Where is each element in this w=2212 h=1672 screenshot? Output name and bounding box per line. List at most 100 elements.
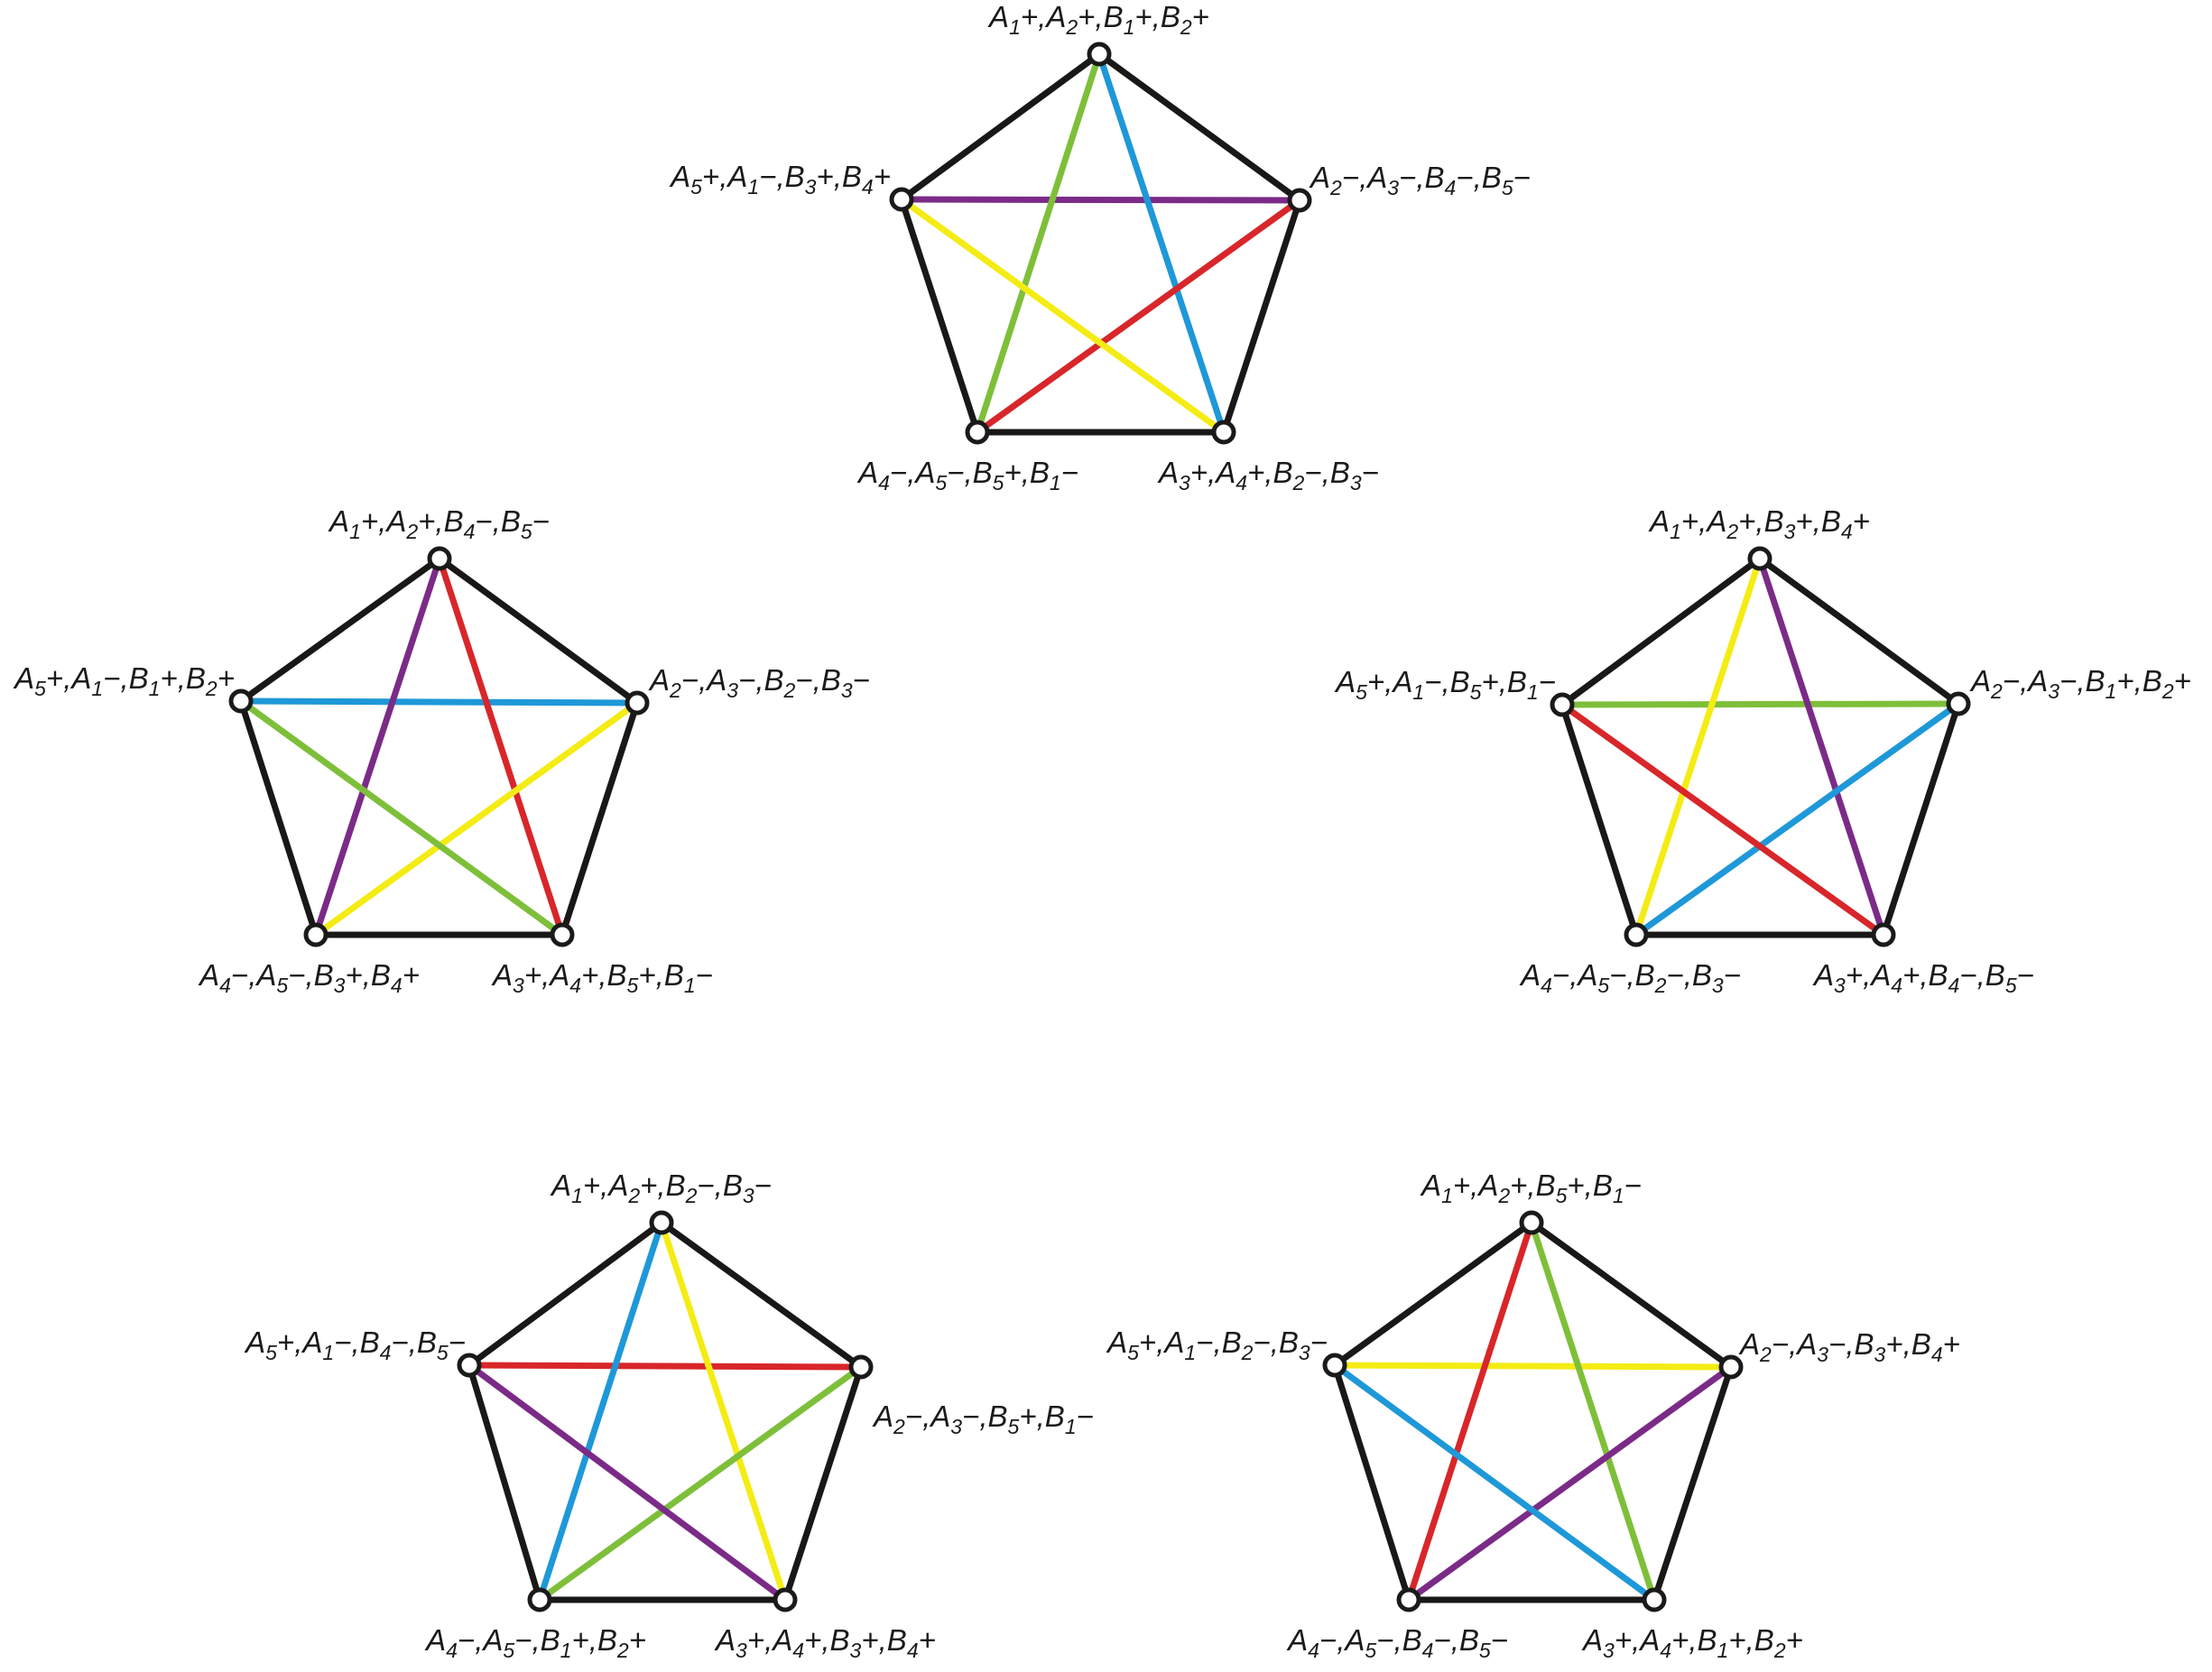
vertex-label: A2−,A3−,B1+,B2+ xyxy=(1969,664,2191,703)
vertex-node xyxy=(1087,42,1112,67)
vertex-node xyxy=(773,1587,798,1612)
vertex-label: A2−,A3−,B2−,B3− xyxy=(648,663,870,702)
purple-chord xyxy=(1405,1363,1735,1603)
vertex-node xyxy=(889,187,914,212)
vertex-node xyxy=(1211,420,1236,445)
vertex-node xyxy=(1519,1210,1544,1235)
red-chord xyxy=(1405,1219,1535,1603)
vertex-label: A5+,A1−,B5+,B1− xyxy=(1334,665,1556,704)
vertex-node xyxy=(1642,1587,1667,1612)
pentagon-edge xyxy=(1331,1219,1535,1369)
vertex-node xyxy=(1624,922,1649,947)
vertex-node xyxy=(1287,188,1312,213)
purple-chord xyxy=(312,555,443,938)
red-chord xyxy=(974,197,1303,436)
pentagon-edge xyxy=(1880,700,1962,938)
vertex-node xyxy=(848,1354,874,1380)
vertex-label: A3+,A4+,B2−,B3− xyxy=(1157,456,1379,494)
blue-chord xyxy=(536,1219,665,1603)
vertex-node xyxy=(1550,692,1575,717)
pentagon-edge xyxy=(1756,555,1962,707)
vertex-label: A4−,A5−,B1+,B2+ xyxy=(424,1623,646,1662)
vertex-node xyxy=(550,922,575,947)
vertex-label: A1+,A2+,B2−,B3− xyxy=(550,1169,772,1207)
vertex-label: A5+,A1−,B3+,B4+ xyxy=(669,160,891,199)
vertex-label: A5+,A1−,B2−,B3− xyxy=(1106,1326,1328,1364)
pentagon-edge xyxy=(466,1362,543,1603)
vertex-label: A1+,A2+,B4−,B5− xyxy=(328,504,550,543)
pentagon-edge xyxy=(1559,701,1640,938)
yellow-chord xyxy=(1331,1362,1735,1371)
pentagon-edge xyxy=(466,1219,665,1369)
vertex-label: A1+,A2+,B3+,B4+ xyxy=(1648,504,1870,543)
vertex-node xyxy=(1747,546,1772,571)
purple-chord xyxy=(466,1362,789,1603)
pentagon-edge xyxy=(237,697,319,938)
purple-chord xyxy=(1756,555,1887,938)
vertex-label: A3+,A4+,B3+,B4+ xyxy=(714,1623,936,1662)
yellow-chord xyxy=(1633,555,1763,938)
yellow-chord xyxy=(312,699,641,938)
red-chord xyxy=(1559,701,1887,938)
vertex-node xyxy=(1322,1353,1347,1378)
pentagon-edge xyxy=(898,51,1103,203)
vertex-node xyxy=(303,922,329,947)
vertex-node xyxy=(1946,691,1971,716)
vertex-node xyxy=(228,688,254,714)
blue-chord xyxy=(1633,700,1962,938)
pentagon-4: A1+,A2+,B2−,B3− A2−,A3−,B5+,B1− A3+,A4+,B3… xyxy=(244,1169,1094,1662)
red-chord xyxy=(436,555,566,938)
blue-chord xyxy=(1331,1362,1658,1603)
vertex-label: A2−,A3−,B4−,B5− xyxy=(1309,161,1531,199)
pentagon-edge xyxy=(559,699,641,938)
vertex-label: A3+,A4+,B1+,B2+ xyxy=(1581,1623,1803,1662)
vertex-node xyxy=(427,546,452,571)
vertex-label: A2−,A3−,B5+,B1− xyxy=(872,1399,1094,1438)
green-chord xyxy=(1559,700,1962,708)
pentagon-edge xyxy=(1220,197,1303,436)
vertex-node xyxy=(1871,922,1896,947)
pentagon-edge xyxy=(1331,1362,1412,1603)
vertex-label: A4−,A5−,B4−,B5− xyxy=(1286,1623,1508,1662)
yellow-chord xyxy=(898,196,1227,436)
vertex-label: A5+,A1−,B4−,B5− xyxy=(244,1326,466,1364)
vertex-node xyxy=(527,1587,552,1612)
vertex-label: A4−,A5−,B5+,B1− xyxy=(856,456,1078,494)
green-chord xyxy=(1528,1219,1658,1603)
vertex-node xyxy=(965,420,990,445)
vertex-node xyxy=(457,1353,482,1378)
green-chord xyxy=(536,1363,865,1603)
vertex-label: A4−,A5−,B3+,B4+ xyxy=(198,958,420,997)
green-chord xyxy=(237,697,566,938)
blue-chord xyxy=(1096,51,1227,436)
pentagon-edge xyxy=(237,555,443,705)
pentagon-edge xyxy=(658,1219,865,1371)
pentagon-edge xyxy=(436,555,641,707)
pentagon-5: A1+,A2+,B5+,B1− A2−,A3−,B3+,B4+ A3+,A4+,B1… xyxy=(1106,1169,1960,1662)
purple-chord xyxy=(898,196,1303,204)
vertex-label: A5+,A1−,B1+,B2+ xyxy=(13,661,235,700)
pentagon-1: A1+,A2+,B1+,B2+ A2−,A3−,B4−,B5− A3+,A4+,B2… xyxy=(669,0,1531,494)
vertex-node xyxy=(1718,1354,1744,1380)
vertex-label: A3+,A4+,B4−,B5− xyxy=(1812,958,2034,997)
vertex-label: A4−,A5−,B2−,B3− xyxy=(1519,958,1741,997)
pentagon-edge xyxy=(1651,1363,1735,1603)
pentagon-edge xyxy=(782,1363,865,1603)
vertex-label: A1+,A2+,B1+,B2+ xyxy=(987,0,1209,39)
red-chord xyxy=(466,1362,865,1371)
vertex-node xyxy=(649,1210,674,1235)
pentagon-edge xyxy=(1559,555,1763,708)
vertex-node xyxy=(1396,1587,1421,1612)
pentagon-2: A1+,A2+,B4−,B5− A2−,A3−,B2−,B3− A3+,A4+,B5… xyxy=(13,504,870,997)
pentagon-edge xyxy=(1528,1219,1735,1371)
vertex-node xyxy=(625,690,650,716)
pentagon-edge xyxy=(1096,51,1303,204)
pentagon-edge xyxy=(898,196,981,436)
vertex-label: A1+,A2+,B5+,B1− xyxy=(1420,1169,1642,1207)
vertex-label: A2−,A3−,B3+,B4+ xyxy=(1738,1327,1960,1366)
pentagon-3: A1+,A2+,B3+,B4+ A2−,A3−,B1+,B2+ A3+,A4+,B4… xyxy=(1334,504,2191,997)
vertex-label: A3+,A4+,B5+,B1− xyxy=(491,958,713,997)
yellow-chord xyxy=(658,1219,789,1603)
